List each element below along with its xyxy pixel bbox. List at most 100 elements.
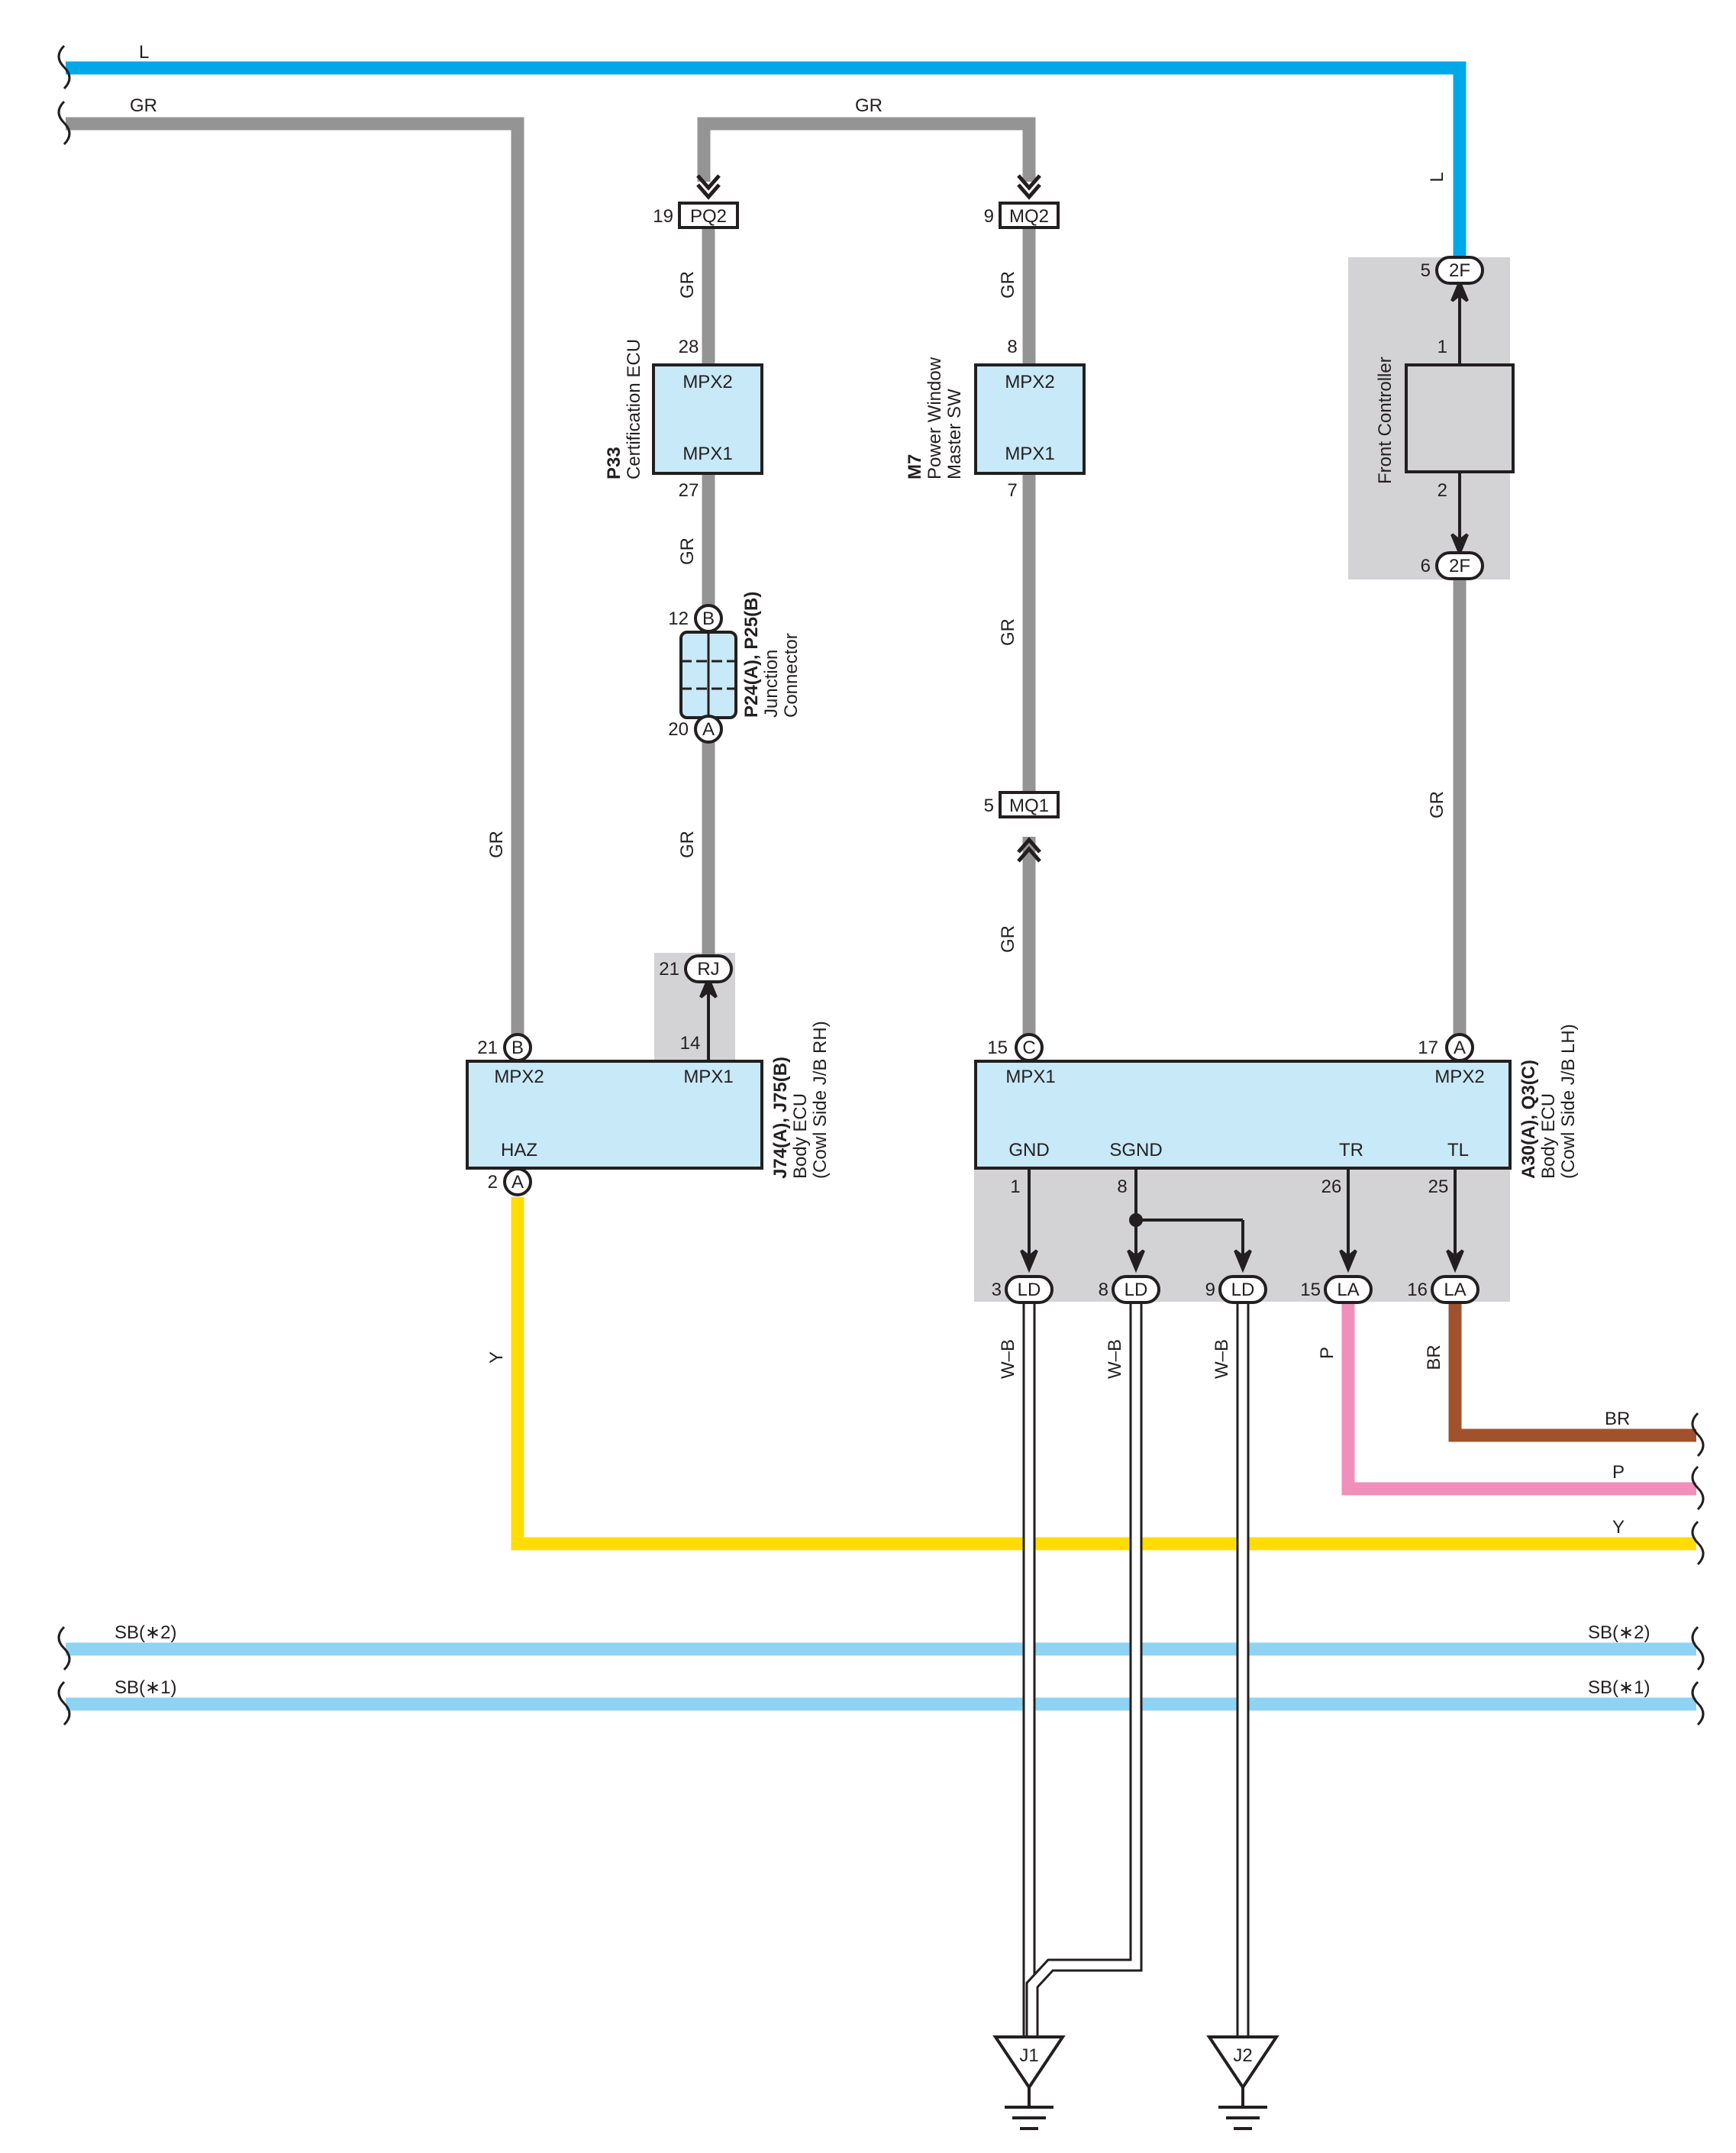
wire-label-gr-mq2: GR (998, 271, 1018, 299)
ld9-pin: 9 (1205, 1280, 1215, 1300)
p24-junction-connector (679, 631, 737, 719)
arrow-down-icon (1450, 533, 1469, 557)
wire-label-gr-top-left: GR (130, 95, 157, 116)
j74-name-2: (Cowl Side J/B RH) (810, 1021, 831, 1179)
wire-label-sb2-right: SB(∗2) (1588, 1622, 1650, 1643)
wire-label-wb3: W–B (1212, 1339, 1232, 1379)
ld9-code: LD (1231, 1280, 1255, 1300)
m7-term-bot: MPX1 (1005, 444, 1054, 464)
fc-in-pin: 5 (1421, 260, 1431, 281)
j74-term-haz: HAZ (501, 1140, 537, 1160)
wire-y (511, 1197, 1696, 1551)
p24-name-1: Junction (761, 650, 782, 718)
wire-label-br-right: BR (1605, 1409, 1630, 1429)
a30-term-gnd: GND (1008, 1140, 1049, 1160)
a30-name-1: Body ECU (1538, 1093, 1559, 1179)
m7-pin-bot: 7 (1007, 480, 1017, 501)
a30-a-pin: 17 (1418, 1038, 1438, 1058)
rj-code: RJ (697, 959, 719, 980)
fc-out-code: 2F (1449, 556, 1470, 576)
ld3-pin: 3 (992, 1280, 1002, 1300)
wire-label-gr-mq1: GR (998, 925, 1018, 953)
a30-pin-lines (1020, 1168, 1464, 1273)
j74-box (466, 1060, 763, 1170)
pq2-code: PQ2 (690, 206, 727, 227)
a30-c-code: C (1022, 1038, 1035, 1058)
j74-pin-mpx1: 14 (680, 1033, 701, 1054)
a30-code: A30(A), Q3(C) (1518, 1060, 1539, 1179)
a30-term-mpx1: MPX1 (1005, 1067, 1055, 1087)
p24-code: P24(A), P25(B) (741, 592, 762, 718)
front-controller-pin-bot: 2 (1438, 480, 1447, 501)
wire-label-sb1-right: SB(∗1) (1588, 1677, 1650, 1698)
j1-label: J1 (1019, 2045, 1038, 2066)
j74-a-code: A (511, 1172, 524, 1193)
inline-connectors (678, 202, 1060, 818)
wire-label-wb1: W–B (998, 1339, 1018, 1379)
p33-pin-top: 28 (679, 337, 699, 357)
fc-in-code: 2F (1449, 260, 1470, 281)
j74-term-mpx1: MPX1 (683, 1067, 733, 1087)
p24-b-pin: 12 (668, 608, 689, 629)
m7-box (974, 363, 1086, 475)
wire-label-p-right: P (1612, 1462, 1625, 1483)
wire-gr-top-mid (697, 117, 1036, 182)
mq2-pin: 9 (984, 206, 994, 227)
m7-name-2: Master SW (944, 389, 965, 479)
a30-box (974, 1060, 1512, 1170)
arrow-up-icon (699, 974, 718, 999)
la16-pin: 16 (1407, 1280, 1428, 1300)
m7-pin-top: 8 (1007, 337, 1017, 357)
wire-wb-group (1022, 1302, 1250, 2037)
mq2-code: MQ2 (1009, 206, 1049, 227)
a30-term-mpx2: MPX2 (1434, 1067, 1484, 1087)
mq1-pin: 5 (984, 796, 994, 816)
j74-b-pin: 21 (477, 1038, 498, 1058)
a30-name-2: (Cowl Side J/B LH) (1558, 1024, 1579, 1179)
ld8-code: LD (1125, 1280, 1148, 1300)
wire-label-gr-fc: GR (1427, 791, 1447, 818)
a30-a-code: A (1454, 1038, 1466, 1058)
break-marks (57, 44, 1705, 1726)
a30-term-tr: TR (1339, 1140, 1363, 1160)
wire-label-gr-p33: GR (677, 537, 698, 565)
p24-a-code: A (702, 719, 715, 740)
j74-a-pin: 2 (488, 1172, 498, 1193)
wire-label-p-vert: P (1317, 1347, 1337, 1359)
p24-a-pin: 20 (668, 719, 689, 740)
la16-code: LA (1444, 1280, 1466, 1300)
j74-term-mpx2: MPX2 (494, 1067, 544, 1087)
p33-term-bot: MPX1 (682, 444, 732, 464)
a30-pin-tl: 25 (1428, 1177, 1449, 1197)
wire-label-l-right: L (1427, 172, 1447, 182)
front-controller-box (1405, 363, 1515, 473)
wire-label-br-vert: BR (1424, 1344, 1444, 1370)
p24-b-code: B (702, 608, 715, 629)
wire-label-y-left: Y (486, 1351, 507, 1364)
p24-name-2: Connector (781, 633, 802, 718)
wire-label-gr-m7: GR (998, 618, 1018, 646)
m7-code: M7 (905, 454, 925, 479)
wire-label-y-right: Y (1612, 1517, 1625, 1538)
la15-pin: 15 (1300, 1280, 1321, 1300)
pq2-pin: 19 (653, 206, 673, 227)
wire-p (1341, 1302, 1696, 1496)
wire-gr-top-left (66, 117, 524, 1038)
fc-out-pin: 6 (1421, 556, 1431, 576)
front-controller-name: Front Controller (1375, 357, 1396, 484)
p33-code: P33 (604, 447, 624, 479)
wire-br (1448, 1302, 1696, 1442)
m7-name-1: Power Window (924, 357, 945, 479)
p33-box (652, 363, 763, 475)
ground-icons (992, 2035, 1279, 2130)
a30-pin-sgnd: 8 (1117, 1177, 1127, 1197)
m7-term-top: MPX2 (1005, 372, 1054, 392)
wire-l-top (66, 61, 1467, 270)
mq1-code: MQ1 (1009, 796, 1049, 816)
j74-name-1: Body ECU (790, 1093, 811, 1179)
chevron-icons (696, 174, 1041, 863)
a30-pin-gnd: 1 (1010, 1177, 1020, 1197)
ld3-code: LD (1018, 1280, 1041, 1300)
p33-name: Certification ECU (624, 339, 644, 479)
